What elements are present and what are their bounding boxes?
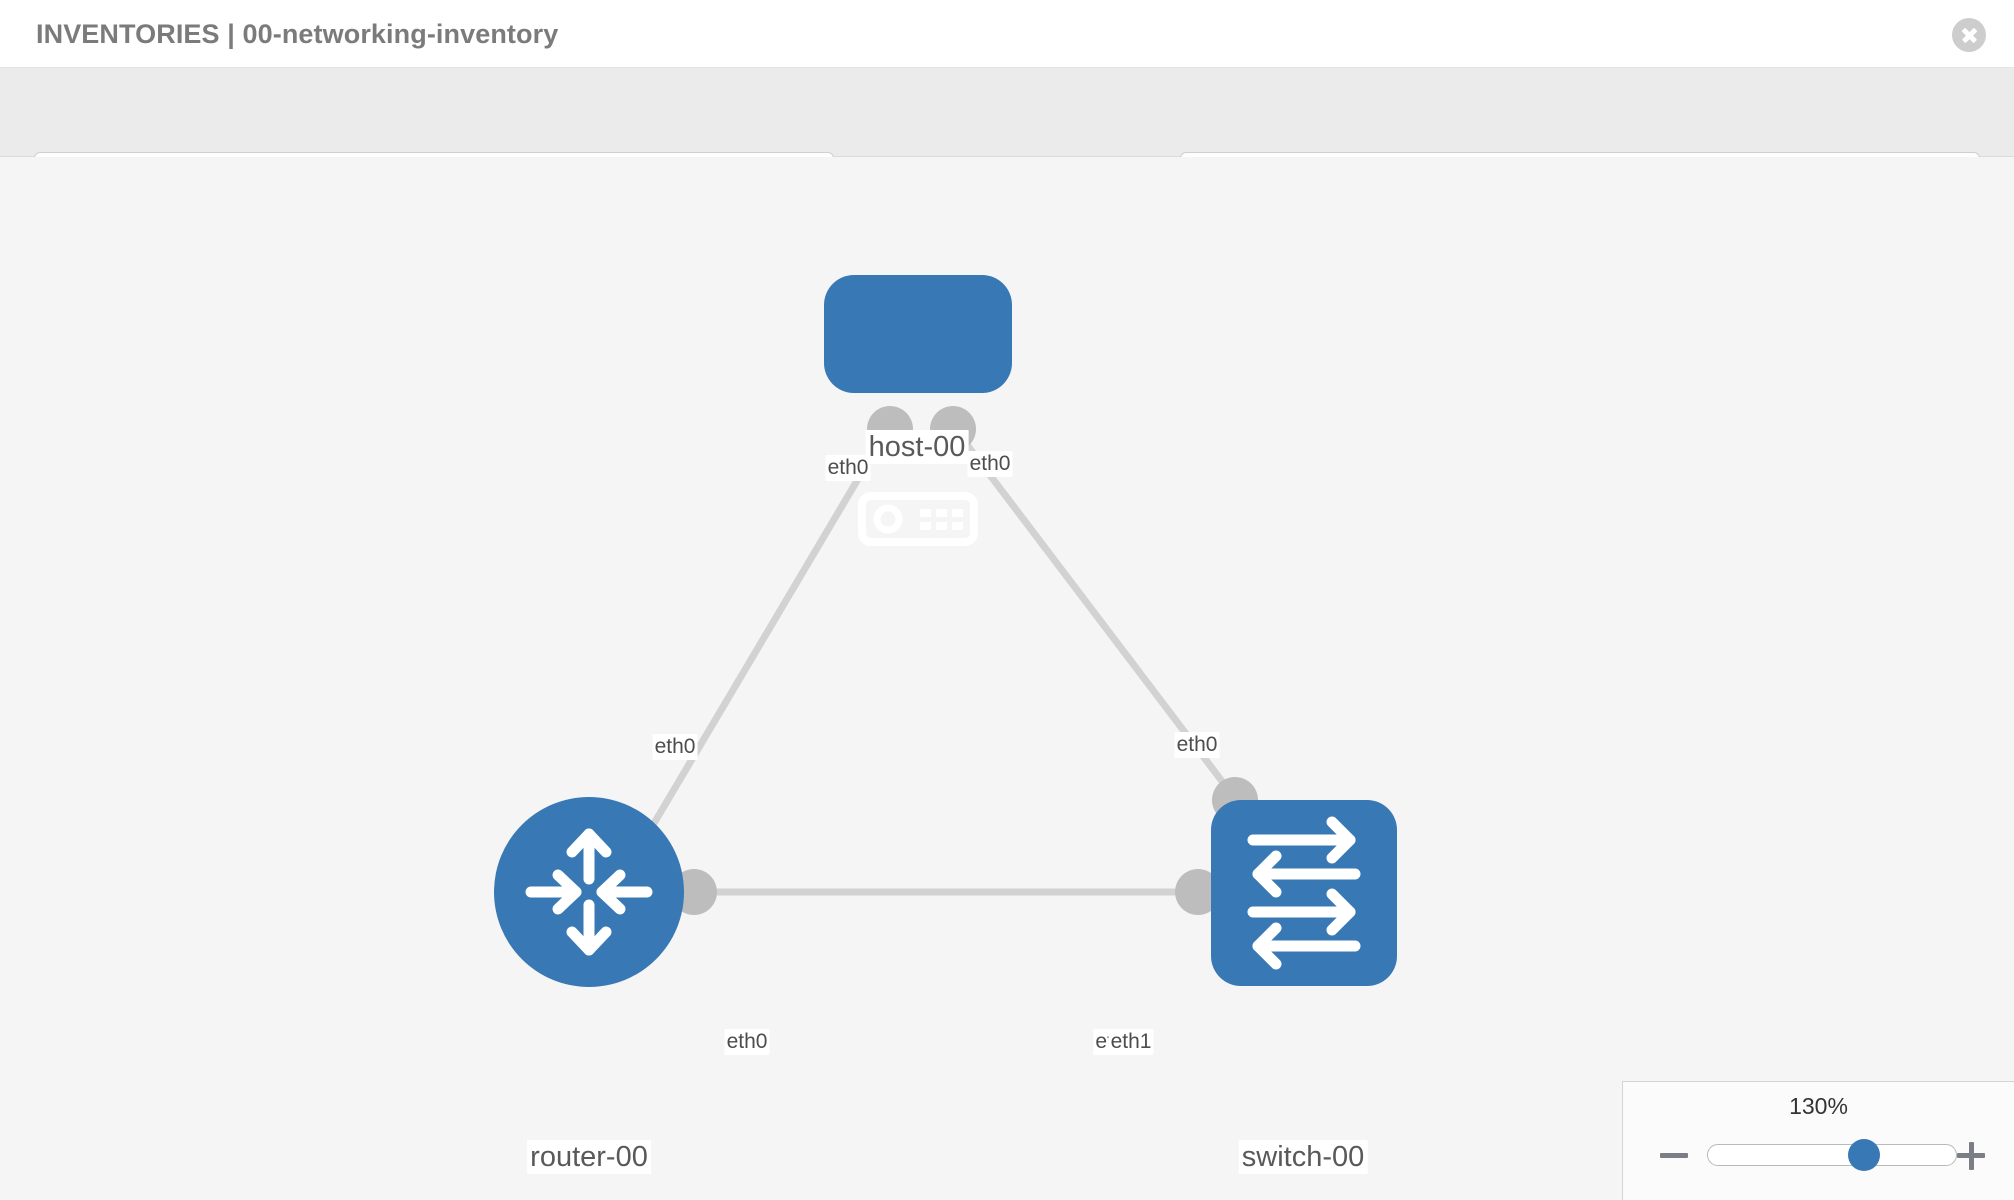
zoom-percent-label: 130%	[1789, 1093, 1848, 1119]
zoom-control-panel: 130%	[1622, 1081, 2014, 1200]
page-header: INVENTORIES | 00-networking-inventory	[0, 0, 2014, 68]
zoom-in-button[interactable]	[1954, 1138, 1988, 1172]
node-label-switch[interactable]: switch-00	[1238, 1140, 1368, 1174]
port-switch-left[interactable]	[1175, 869, 1221, 915]
switch-node-shape[interactable]	[1211, 800, 1397, 986]
node-switch-00[interactable]	[1211, 800, 1397, 986]
zoom-slider-row	[1623, 1134, 2014, 1178]
page-title: INVENTORIES | 00-networking-inventory	[36, 19, 559, 49]
topology-canvas[interactable]: host-00 router-00 switch-00 eth0 eth0 et…	[0, 157, 2014, 1200]
iface-label-switch-host: eth0	[1174, 732, 1220, 758]
node-label-router[interactable]: router-00	[527, 1140, 651, 1174]
iface-label-router-host: eth0	[652, 734, 698, 760]
iface-label-router-switch: eth0	[724, 1029, 770, 1055]
node-host-00[interactable]	[824, 275, 1012, 546]
close-icon[interactable]	[1952, 18, 1986, 52]
router-icon	[525, 828, 653, 956]
node-label-host[interactable]: host-00	[865, 430, 969, 464]
server-icon	[858, 492, 978, 546]
topology-graph	[494, 275, 1397, 987]
zoom-slider-track[interactable]	[1707, 1138, 1957, 1171]
host-node-shape[interactable]	[824, 275, 1012, 393]
zoom-out-button[interactable]	[1657, 1138, 1691, 1172]
zoom-slider-thumb[interactable]	[1848, 1138, 1881, 1171]
edge-host-router[interactable]	[636, 423, 894, 849]
iface-label-switch-router: eth1	[1108, 1029, 1154, 1055]
topology-ports	[671, 406, 1258, 915]
router-node-shape[interactable]	[494, 797, 684, 987]
iface-label-host-router: eth0	[825, 455, 871, 481]
switch-icon	[1247, 816, 1361, 970]
node-router-00[interactable]	[494, 797, 684, 987]
iface-label-host-switch: eth0	[967, 451, 1013, 477]
toolbar: ACTIONS SEARCH	[0, 68, 2014, 208]
